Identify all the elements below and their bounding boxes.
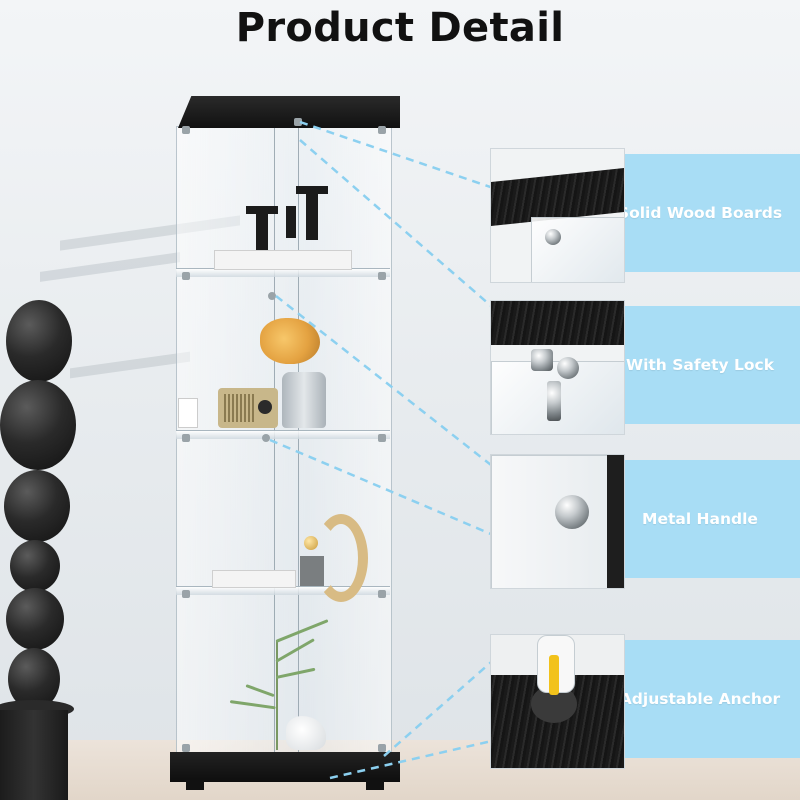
handle-icon	[490, 454, 625, 589]
glass-shelf	[176, 430, 390, 439]
feature-label: Solid Wood Boards	[617, 204, 783, 222]
lock-icon	[490, 300, 625, 435]
wood-board-icon	[490, 148, 625, 283]
feature-label: Adjustable Anchor	[619, 690, 781, 708]
anchor-icon	[490, 634, 625, 769]
cabinet-base	[170, 752, 400, 782]
cabinet-top-board	[178, 96, 400, 128]
cabinet-lock	[268, 292, 276, 300]
cabinet-handle	[262, 434, 270, 442]
feature-label: Metal Handle	[642, 510, 758, 528]
feature-label: With Safety Lock	[625, 356, 775, 374]
page-title: Product Detail	[235, 5, 565, 51]
